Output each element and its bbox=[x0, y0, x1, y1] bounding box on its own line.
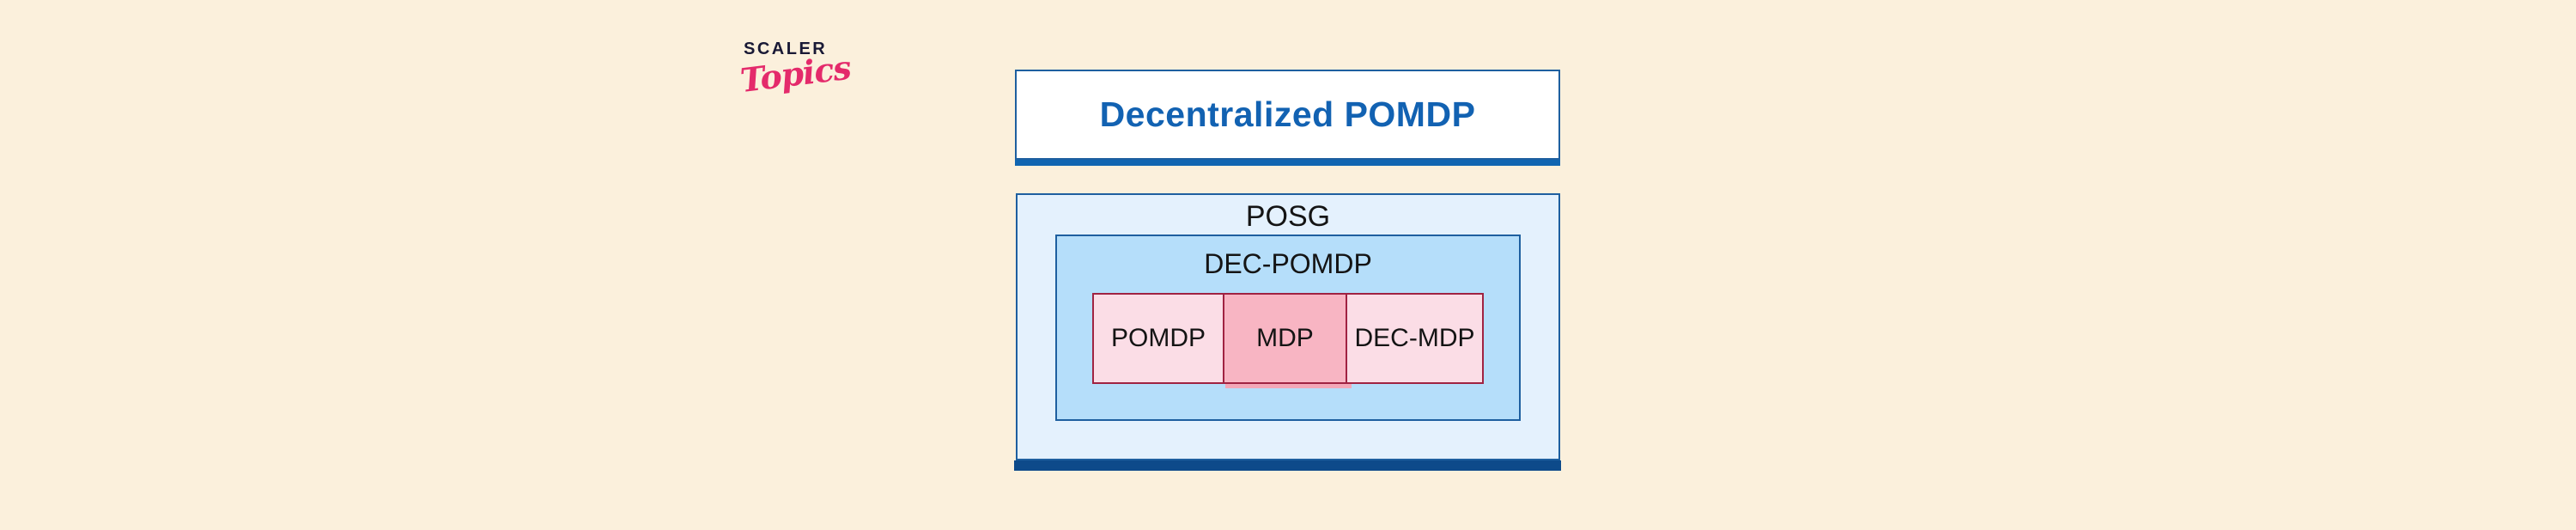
dec-pomdp-label: DEC-POMDP bbox=[1204, 248, 1372, 279]
mdp-label: MDP bbox=[1256, 324, 1314, 352]
posg-box-shadow-bar bbox=[1014, 460, 1561, 471]
scaler-topics-logo: SCALER Topics bbox=[738, 40, 855, 100]
mdp-box: MDP bbox=[1224, 295, 1347, 382]
dec-pomdp-box: DEC-POMDP POMDP MDP DEC-MDP bbox=[1055, 235, 1521, 421]
mdp-box-shadow-bar bbox=[1225, 384, 1352, 388]
pomdp-box: POMDP bbox=[1094, 295, 1224, 382]
dec-mdp-label: DEC-MDP bbox=[1354, 324, 1475, 352]
pomdp-label: POMDP bbox=[1110, 324, 1206, 352]
dec-mdp-box: DEC-MDP bbox=[1347, 295, 1482, 382]
logo-scaler-text: SCALER bbox=[744, 40, 828, 58]
posg-label: POSG bbox=[1245, 200, 1331, 233]
title-box-shadow-bar bbox=[1015, 160, 1560, 166]
title-box: Decentralized POMDP bbox=[1015, 70, 1560, 160]
mdp-family-row: POMDP MDP DEC-MDP bbox=[1092, 293, 1484, 384]
posg-box: POSG DEC-POMDP POMDP MDP DEC-MDP bbox=[1016, 193, 1560, 460]
page-title: Decentralized POMDP bbox=[1099, 94, 1476, 134]
